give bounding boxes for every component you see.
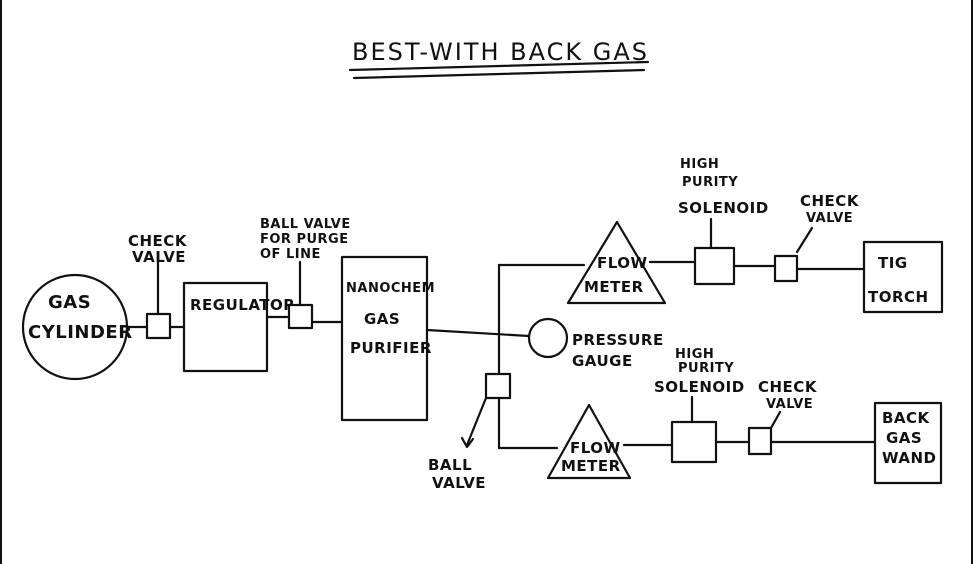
pressure-gauge: PRESSURE GAUGE	[527, 317, 664, 370]
gas-purifier-label-3: PURIFIER	[350, 339, 432, 357]
gas-cylinder-label-1: GAS	[48, 292, 91, 313]
ball-valve-2: BALL VALVE	[428, 372, 512, 492]
flow-meter-bottom: FLOW METER	[546, 403, 632, 480]
check-valve-bottom: CHECK VALVE	[747, 378, 818, 456]
solenoid-bottom-label-1: HIGH	[675, 347, 714, 362]
solenoid-top-label-2: PURITY	[682, 175, 738, 190]
regulator-label: REGULATOR	[190, 296, 295, 314]
gas-purifier: NANOCHEM GAS PURIFIER	[340, 255, 435, 422]
title-underline-1	[348, 60, 650, 72]
gas-purifier-label-1: NANOCHEM	[346, 281, 435, 296]
title-group: BEST-WITH BACK GAS	[348, 38, 650, 80]
solenoid-top-label-3: SOLENOID	[678, 199, 769, 217]
solenoid-bottom-shape	[670, 420, 718, 464]
solenoid-top-shape	[693, 246, 736, 286]
ball-valve-2-leader	[465, 396, 488, 447]
flow-meter-top-label-2: METER	[584, 278, 644, 296]
flow-meter-bottom-label-1: FLOW	[570, 439, 621, 457]
back-gas-wand-label-2: GAS	[886, 429, 922, 447]
ball-valve-purge: BALL VALVE FOR PURGE OF LINE	[260, 217, 351, 330]
regulator: REGULATOR	[182, 281, 295, 373]
gas-cylinder-shape	[21, 273, 129, 381]
ball-valve-purge-label-2: FOR PURGE	[260, 232, 349, 247]
solenoid-bottom-label-3: SOLENOID	[654, 378, 745, 396]
flow-meter-bottom-label-2: METER	[561, 457, 621, 475]
pressure-gauge-label-2: GAUGE	[572, 352, 633, 370]
check-valve-bottom-leader	[769, 410, 782, 430]
check-valve-bottom-shape	[747, 426, 773, 456]
flow-meter-top-shape	[566, 220, 667, 305]
gas-cylinder-label-2: CYLINDER	[28, 322, 133, 343]
tig-torch-shape	[862, 240, 944, 314]
tig-torch-label-2: TORCH	[868, 288, 929, 306]
flow-meter-top-label-1: FLOW	[597, 254, 648, 272]
pressure-gauge-label-1: PRESSURE	[572, 331, 664, 349]
solenoid-top-label-1: HIGH	[680, 157, 719, 172]
back-gas-wand-label-1: BACK	[882, 409, 931, 427]
gas-purifier-label-2: GAS	[364, 310, 400, 328]
check-valve-1-shape	[145, 312, 172, 340]
back-gas-wand: BACK GAS WAND	[873, 401, 943, 485]
title-underline-2	[352, 68, 646, 80]
check-valve-top-label-2: VALVE	[806, 211, 853, 226]
check-valve-1-label-2: VALVE	[132, 248, 186, 266]
solenoid-bottom-label-2: PURITY	[678, 361, 734, 376]
solenoid-bottom: HIGH PURITY SOLENOID	[654, 347, 745, 464]
flow-meter-top: FLOW METER	[566, 220, 667, 305]
ball-valve-2-label-2: VALVE	[432, 474, 486, 492]
ball-valve-purge-label-1: BALL VALVE	[260, 217, 351, 232]
ball-valve-2-shape	[484, 372, 512, 400]
regulator-shape	[182, 281, 269, 373]
check-valve-top: CHECK VALVE	[773, 192, 860, 283]
back-gas-wand-shape	[873, 401, 943, 485]
ball-valve-purge-label-3: OF LINE	[260, 247, 321, 262]
check-valve-bottom-label-1: CHECK	[758, 378, 818, 396]
ball-valve-purge-shape	[287, 303, 314, 330]
check-valve-top-leader	[795, 226, 814, 254]
connection-lines	[125, 260, 877, 450]
check-valve-top-label-1: CHECK	[800, 192, 860, 210]
check-valve-bottom-label-2: VALVE	[766, 397, 813, 412]
gas-purifier-shape	[340, 255, 429, 422]
flow-meter-bottom-shape	[546, 403, 632, 480]
ball-valve-2-arrowhead	[460, 436, 475, 449]
tig-torch: TIG TORCH	[862, 240, 944, 314]
back-gas-wand-label-3: WAND	[882, 449, 937, 467]
tig-torch-label-1: TIG	[878, 254, 908, 272]
check-valve-top-shape	[773, 254, 799, 283]
gas-cylinder: GAS CYLINDER	[21, 273, 133, 381]
diagram-title: BEST-WITH BACK GAS	[352, 38, 649, 66]
check-valve-1: CHECK VALVE	[128, 232, 188, 340]
ball-valve-2-label-1: BALL	[428, 456, 472, 474]
check-valve-1-label-1: CHECK	[128, 232, 188, 250]
solenoid-top: HIGH PURITY SOLENOID	[678, 157, 769, 286]
pressure-gauge-shape	[527, 317, 569, 359]
line-purifier-gauge	[425, 328, 531, 338]
